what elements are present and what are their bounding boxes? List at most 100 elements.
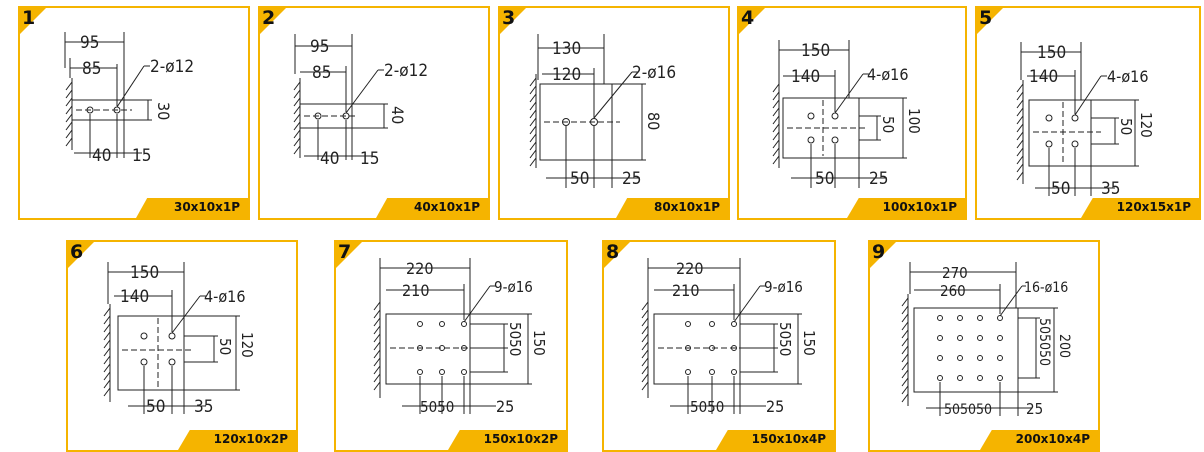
dim-vert: 200 — [1056, 334, 1072, 358]
panel-9: 9 270 260 16-ø16 505050 — [868, 240, 1100, 452]
panel-1: 1 95 85 2-ø12 30 40 15 30x10x1P — [18, 6, 250, 220]
dim-edge: 35 — [1101, 179, 1120, 199]
dim-vert: 120 — [1137, 112, 1155, 138]
dim-holes: 2-ø12 — [150, 57, 194, 77]
panel-8: 8 220 210 9-ø16 5050 150 — [602, 240, 836, 452]
dim-vert: 150 — [800, 330, 818, 356]
drawing: 95 85 2-ø12 40 40 15 — [293, 34, 428, 169]
dim-vert-inner: 5050 — [506, 322, 524, 356]
dim-holes: 4-ø16 — [204, 287, 245, 306]
dim-vert: 100 — [905, 108, 923, 134]
dim-outer: 150 — [130, 263, 159, 283]
panel-number: 4 — [741, 7, 755, 29]
dim-edge: 25 — [622, 169, 641, 189]
dim-edge: 35 — [194, 397, 213, 417]
panel-7: 7 220 210 9-ø16 5050 150 — [334, 240, 568, 452]
dim-vert-inner: 50 — [879, 116, 897, 133]
dim-spacing: 50 — [815, 169, 834, 189]
dim-holes: 16-ø16 — [1024, 280, 1068, 296]
dim-inner: 85 — [312, 63, 331, 83]
dim-outer: 150 — [801, 41, 830, 61]
panel-6: 6 150 140 4-ø16 50 1 — [66, 240, 298, 452]
dim-edge: 25 — [496, 397, 514, 416]
size-label-bar: 80x10x1P — [616, 198, 728, 218]
dim-inner: 140 — [120, 287, 149, 307]
drawing: 270 260 16-ø16 505050 200 505050 25 — [901, 262, 1072, 418]
dim-spacing: 40 — [92, 146, 111, 166]
size-label: 150x10x4P — [751, 432, 826, 446]
dim-inner: 140 — [1029, 67, 1058, 87]
drawing: 150 140 4-ø16 50 120 50 35 — [103, 262, 256, 417]
size-label: 120x10x2P — [213, 432, 288, 446]
panel-number: 8 — [606, 241, 620, 263]
dim-edge: 25 — [869, 169, 888, 189]
dim-vert-inner: 505050 — [1036, 318, 1052, 366]
size-label-bar: 150x10x2P — [448, 430, 566, 450]
size-label: 80x10x1P — [653, 200, 720, 214]
dim-vert-inner: 5050 — [776, 322, 794, 356]
panel-number: 3 — [502, 7, 516, 29]
size-label-bar: 120x10x2P — [178, 430, 296, 450]
panel-number-badge — [20, 8, 46, 34]
dim-edge: 25 — [1026, 400, 1043, 418]
dim-outer: 220 — [676, 259, 703, 278]
size-label-bar: 100x10x1P — [847, 198, 965, 218]
dim-outer: 95 — [310, 37, 329, 57]
panel-number-badge — [68, 242, 94, 268]
dim-edge: 25 — [766, 397, 784, 416]
dim-outer: 95 — [80, 33, 99, 53]
panel-4: 4 150 140 4-ø16 50 100 — [737, 6, 967, 220]
dim-holes: 9-ø16 — [764, 278, 803, 296]
panel-number: 6 — [70, 241, 84, 263]
dim-edge: 15 — [360, 149, 379, 169]
panel-number: 2 — [262, 7, 276, 29]
drawing: 150 140 4-ø16 50 120 50 35 — [1016, 42, 1155, 199]
panel-number-badge — [500, 8, 526, 34]
size-label: 100x10x1P — [882, 200, 957, 214]
panel-number-badge — [739, 8, 765, 34]
drawing: 95 85 2-ø12 30 40 15 — [64, 32, 194, 166]
size-label: 120x15x1P — [1116, 200, 1191, 214]
dim-inner: 260 — [940, 282, 966, 300]
size-label-bar: 150x10x4P — [716, 430, 834, 450]
dim-outer: 130 — [552, 39, 581, 59]
panel-3: 3 130 120 2-ø16 80 50 25 80x10x1P — [498, 6, 730, 220]
dim-spacing: 5050 — [420, 398, 454, 416]
panel-number-badge — [260, 8, 286, 34]
dim-vert-inner: 50 — [216, 338, 234, 355]
dim-outer: 270 — [942, 264, 968, 282]
dim-spacing: 40 — [320, 149, 339, 169]
dim-vert: 40 — [388, 106, 407, 124]
size-label: 30x10x1P — [173, 200, 240, 214]
panel-2: 2 95 85 2-ø12 40 40 15 40x10x1P — [258, 6, 490, 220]
panel-number-badge — [870, 242, 896, 268]
panel-number-badge — [604, 242, 630, 268]
drawing: 220 210 9-ø16 5050 150 5050 25 — [641, 258, 818, 416]
drawing: 150 140 4-ø16 50 100 50 25 — [772, 40, 923, 189]
dim-vert: 80 — [644, 112, 663, 130]
size-label: 200x10x4P — [1015, 432, 1090, 446]
dim-holes: 4-ø16 — [1107, 67, 1148, 86]
dim-vert-inner: 50 — [1117, 118, 1135, 135]
panel-number-badge — [977, 8, 1003, 34]
size-label: 150x10x2P — [483, 432, 558, 446]
dim-inner: 210 — [402, 281, 429, 300]
dim-outer: 220 — [406, 259, 433, 278]
dim-holes: 9-ø16 — [494, 278, 533, 296]
dim-inner: 85 — [82, 59, 101, 79]
dim-vert: 120 — [238, 332, 256, 358]
panel-number-badge — [336, 242, 362, 268]
dim-edge: 15 — [132, 146, 151, 166]
panel-5: 5 150 140 4-ø16 50 120 — [975, 6, 1201, 220]
dim-holes: 2-ø16 — [632, 63, 676, 83]
dim-spacing: 505050 — [944, 402, 992, 418]
dim-spacing: 50 — [146, 397, 165, 417]
size-label-bar: 120x15x1P — [1081, 198, 1199, 218]
panel-number: 5 — [979, 7, 993, 29]
panel-number: 7 — [338, 241, 352, 263]
size-label-bar: 200x10x4P — [980, 430, 1098, 450]
dim-inner: 210 — [672, 281, 699, 300]
dim-spacing: 50 — [570, 169, 589, 189]
dim-inner: 140 — [791, 67, 820, 87]
dim-outer: 150 — [1037, 43, 1066, 63]
